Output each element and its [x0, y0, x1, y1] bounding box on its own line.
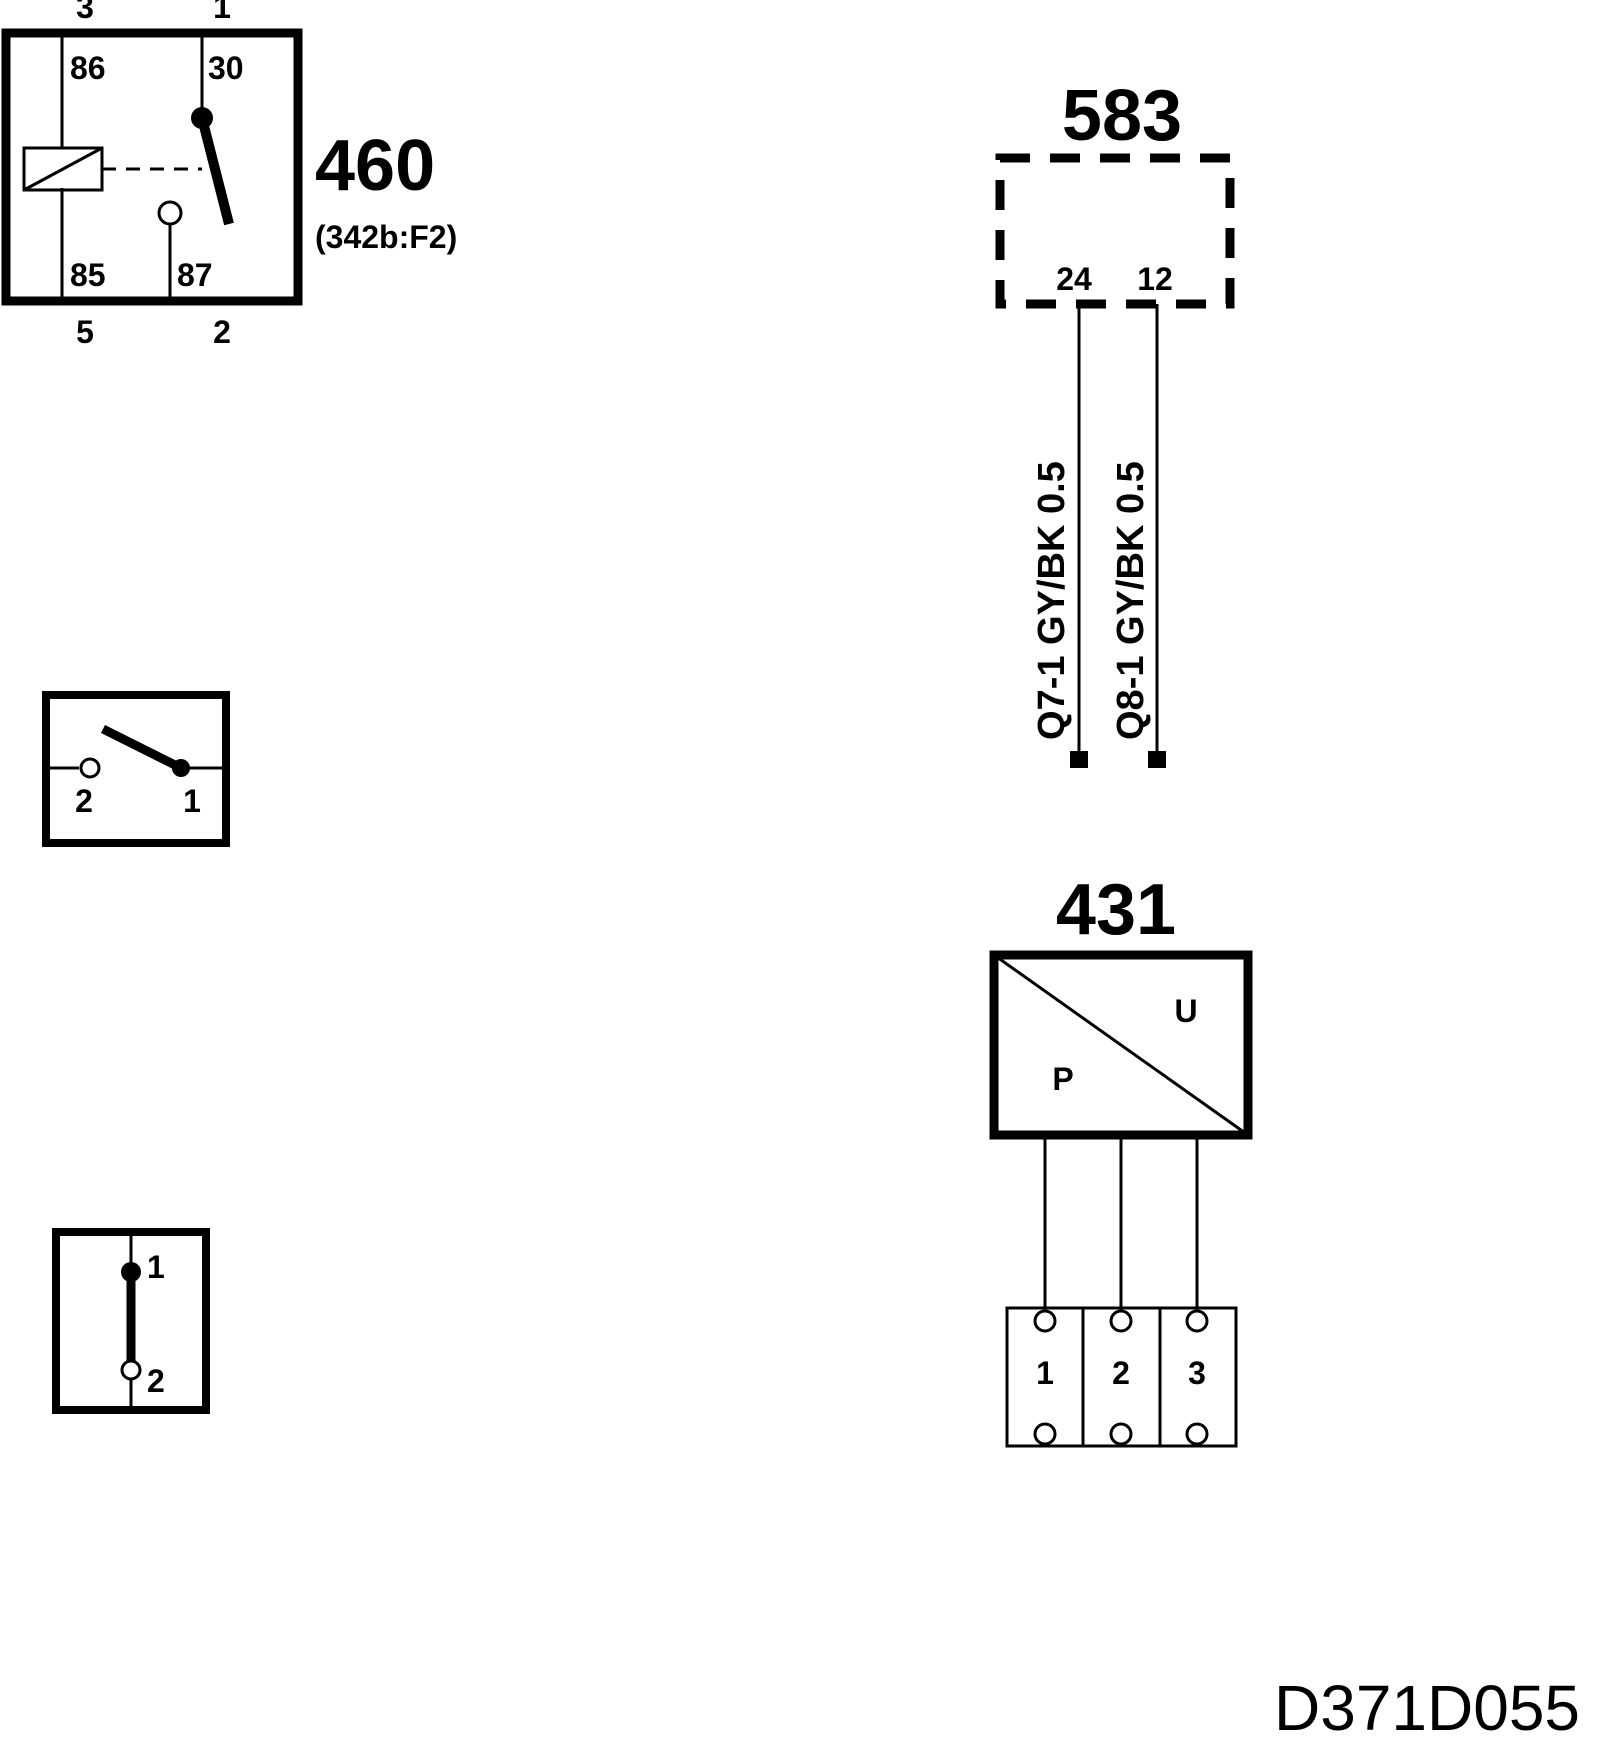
terminal-86: 86 [70, 50, 106, 86]
terminal-87: 87 [177, 257, 213, 293]
relay-top-pin-1: 1 [213, 0, 231, 25]
relay-switch-arm [197, 116, 234, 226]
switch-a-pin-2: 2 [75, 783, 93, 819]
sensor-431-connector: 1 2 3 [1005, 1306, 1238, 1448]
module-583: 583 24 12 Q7-1 GY/BK 0.5 Q8-1 GY/BK 0.5 [995, 76, 1235, 768]
switch-a: 2 1 [42, 691, 230, 847]
wire-q8-1-label: Q8-1 GY/BK 0.5 [1110, 461, 1152, 740]
switch-a-pin-1: 1 [183, 783, 201, 819]
relay-id: 460 [315, 126, 435, 206]
connector-pin-1: 1 [1036, 1355, 1054, 1391]
relay-top-pin-3: 3 [76, 0, 94, 25]
connector-pin-3: 3 [1188, 1355, 1206, 1391]
switch-a-arm [100, 724, 184, 773]
switch-b: 1 2 [52, 1228, 210, 1414]
sensor-431-id: 431 [1056, 870, 1176, 950]
terminal-30: 30 [208, 50, 244, 86]
sensor-431-label-u: U [1174, 993, 1197, 1029]
wire-q7-1-label: Q7-1 GY/BK 0.5 [1031, 461, 1073, 740]
wire-q8-1-terminal [1148, 751, 1166, 768]
connector-pin-2: 2 [1112, 1355, 1130, 1391]
relay-bottom-pin-2: 2 [213, 314, 231, 350]
switch-b-pin-2: 2 [147, 1363, 165, 1399]
relay-bottom-pin-5: 5 [76, 314, 94, 350]
drawing-code: D371D055 [1274, 1672, 1580, 1738]
switch-b-pin-1: 1 [147, 1249, 165, 1285]
terminal-85: 85 [70, 257, 106, 293]
module-583-pin-12: 12 [1137, 261, 1173, 297]
sensor-431-diagonal [993, 953, 1249, 1137]
sensor-431-label-p: P [1052, 1061, 1073, 1097]
wire-q7-1-terminal [1070, 751, 1088, 768]
relay-housing [1, 28, 303, 306]
relay-reference: (342b:F2) [315, 219, 457, 255]
module-583-id: 583 [1062, 76, 1182, 156]
sensor-431: 431 U P 1 2 3 [989, 870, 1253, 1448]
module-583-pin-24: 24 [1056, 261, 1092, 297]
module-583-housing [995, 153, 1235, 309]
relay-460: 3 1 86 30 85 87 5 2 460 (342b:F2) [1, 0, 457, 350]
